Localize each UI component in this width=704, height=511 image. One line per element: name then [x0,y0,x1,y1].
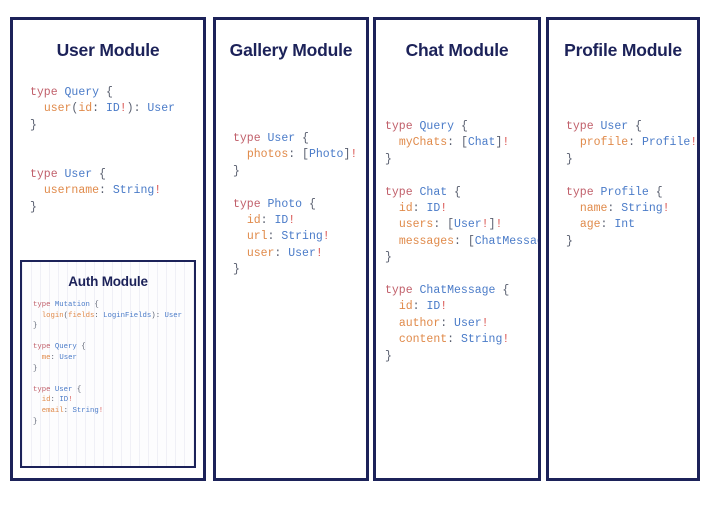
module-code-auth: type Mutation { login(fields: LoginField… [33,301,182,426]
module-card-auth[interactable]: Auth Module type Mutation { login(fields… [20,260,196,468]
module-card-profile[interactable]: Profile Module type User { profile: Prof… [546,17,700,481]
module-code-chat: type Query { myChats: [Chat]! } type Cha… [385,120,538,363]
module-title-auth: Auth Module [68,274,148,289]
module-card-user[interactable]: User Module type Query { user(id: ID!): … [10,17,206,481]
module-card-gallery[interactable]: Gallery Module type User { photos: [Phot… [213,17,369,481]
module-code-user: type Query { user(id: ID!): User } type … [30,86,175,214]
module-title-gallery: Gallery Module [229,40,353,60]
module-title-chat: Chat Module [405,40,509,60]
module-title-user: User Module [56,40,160,60]
module-card-chat[interactable]: Chat Module type Query { myChats: [Chat]… [373,17,541,481]
module-code-gallery: type User { photos: [Photo]! } type Phot… [233,132,358,277]
module-title-profile: Profile Module [564,40,682,60]
module-code-profile: type User { profile: Profile! } type Pro… [566,120,698,248]
